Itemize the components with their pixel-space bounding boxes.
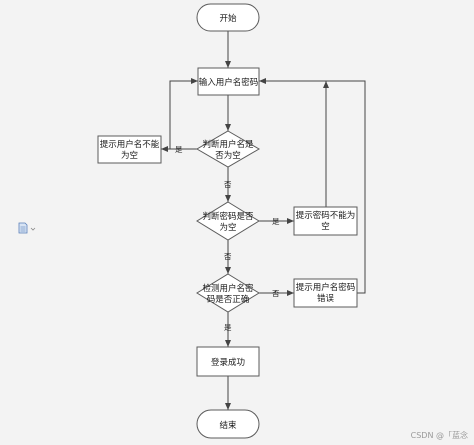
node-user-empty-label-1: 提示用户名不能 — [100, 139, 160, 150]
edge-verifyfail-input — [259, 78, 366, 294]
node-start-label: 开始 — [219, 13, 237, 24]
node-check-pwd-label-2: 为空 — [219, 222, 236, 233]
node-check-pwd-label-1: 判断密码是否 — [202, 211, 254, 222]
edge-userempty-input — [169, 78, 198, 149]
node-verify-fail: 提示用户名密码 错误 — [293, 278, 358, 308]
node-end-label: 结束 — [219, 420, 237, 431]
node-check-user-label-2: 否为空 — [215, 150, 241, 161]
node-check-pwd: 判断密码是否 为空 — [196, 201, 260, 241]
node-verify-label-2: 码是否正确 — [207, 294, 250, 305]
node-check-user-label-1: 判断用户名是 — [202, 139, 254, 150]
node-end: 结束 — [196, 409, 260, 439]
node-user-empty: 提示用户名不能 为空 — [97, 135, 162, 164]
watermark: CSDN @「蓝念 — [410, 431, 468, 440]
node-input: 输入用户名密码 — [197, 67, 260, 96]
node-input-label: 输入用户名密码 — [199, 77, 259, 88]
document-icon[interactable] — [18, 219, 38, 238]
node-verify-label-1: 检测用户名密 — [202, 283, 254, 294]
label-yes-user: 是 — [175, 145, 183, 154]
node-user-empty-label-2: 为空 — [121, 150, 138, 161]
node-verify-fail-label-2: 错误 — [317, 293, 335, 304]
label-no-pwd: 否 — [224, 252, 232, 261]
connectors — [161, 31, 366, 410]
node-verify: 检测用户名密 码是否正确 — [196, 273, 260, 313]
node-pwd-empty-label-2: 空 — [321, 221, 330, 232]
node-success: 登录成功 — [196, 346, 260, 377]
node-pwd-empty-label-1: 提示密码不能为 — [296, 210, 356, 221]
node-pwd-empty: 提示密码不能为 空 — [293, 206, 358, 236]
node-start: 开始 — [196, 3, 260, 32]
node-check-user: 判断用户名是 否为空 — [196, 130, 260, 168]
label-no-verify: 否 — [272, 289, 280, 298]
node-verify-fail-label-1: 提示用户名密码 — [296, 282, 356, 293]
label-yes-verify: 是 — [224, 323, 232, 332]
label-no-user: 否 — [224, 180, 232, 189]
label-yes-pwd: 是 — [272, 217, 280, 226]
edge-labels: 是 否 是 否 否 是 — [175, 145, 280, 332]
node-success-label: 登录成功 — [211, 357, 245, 368]
